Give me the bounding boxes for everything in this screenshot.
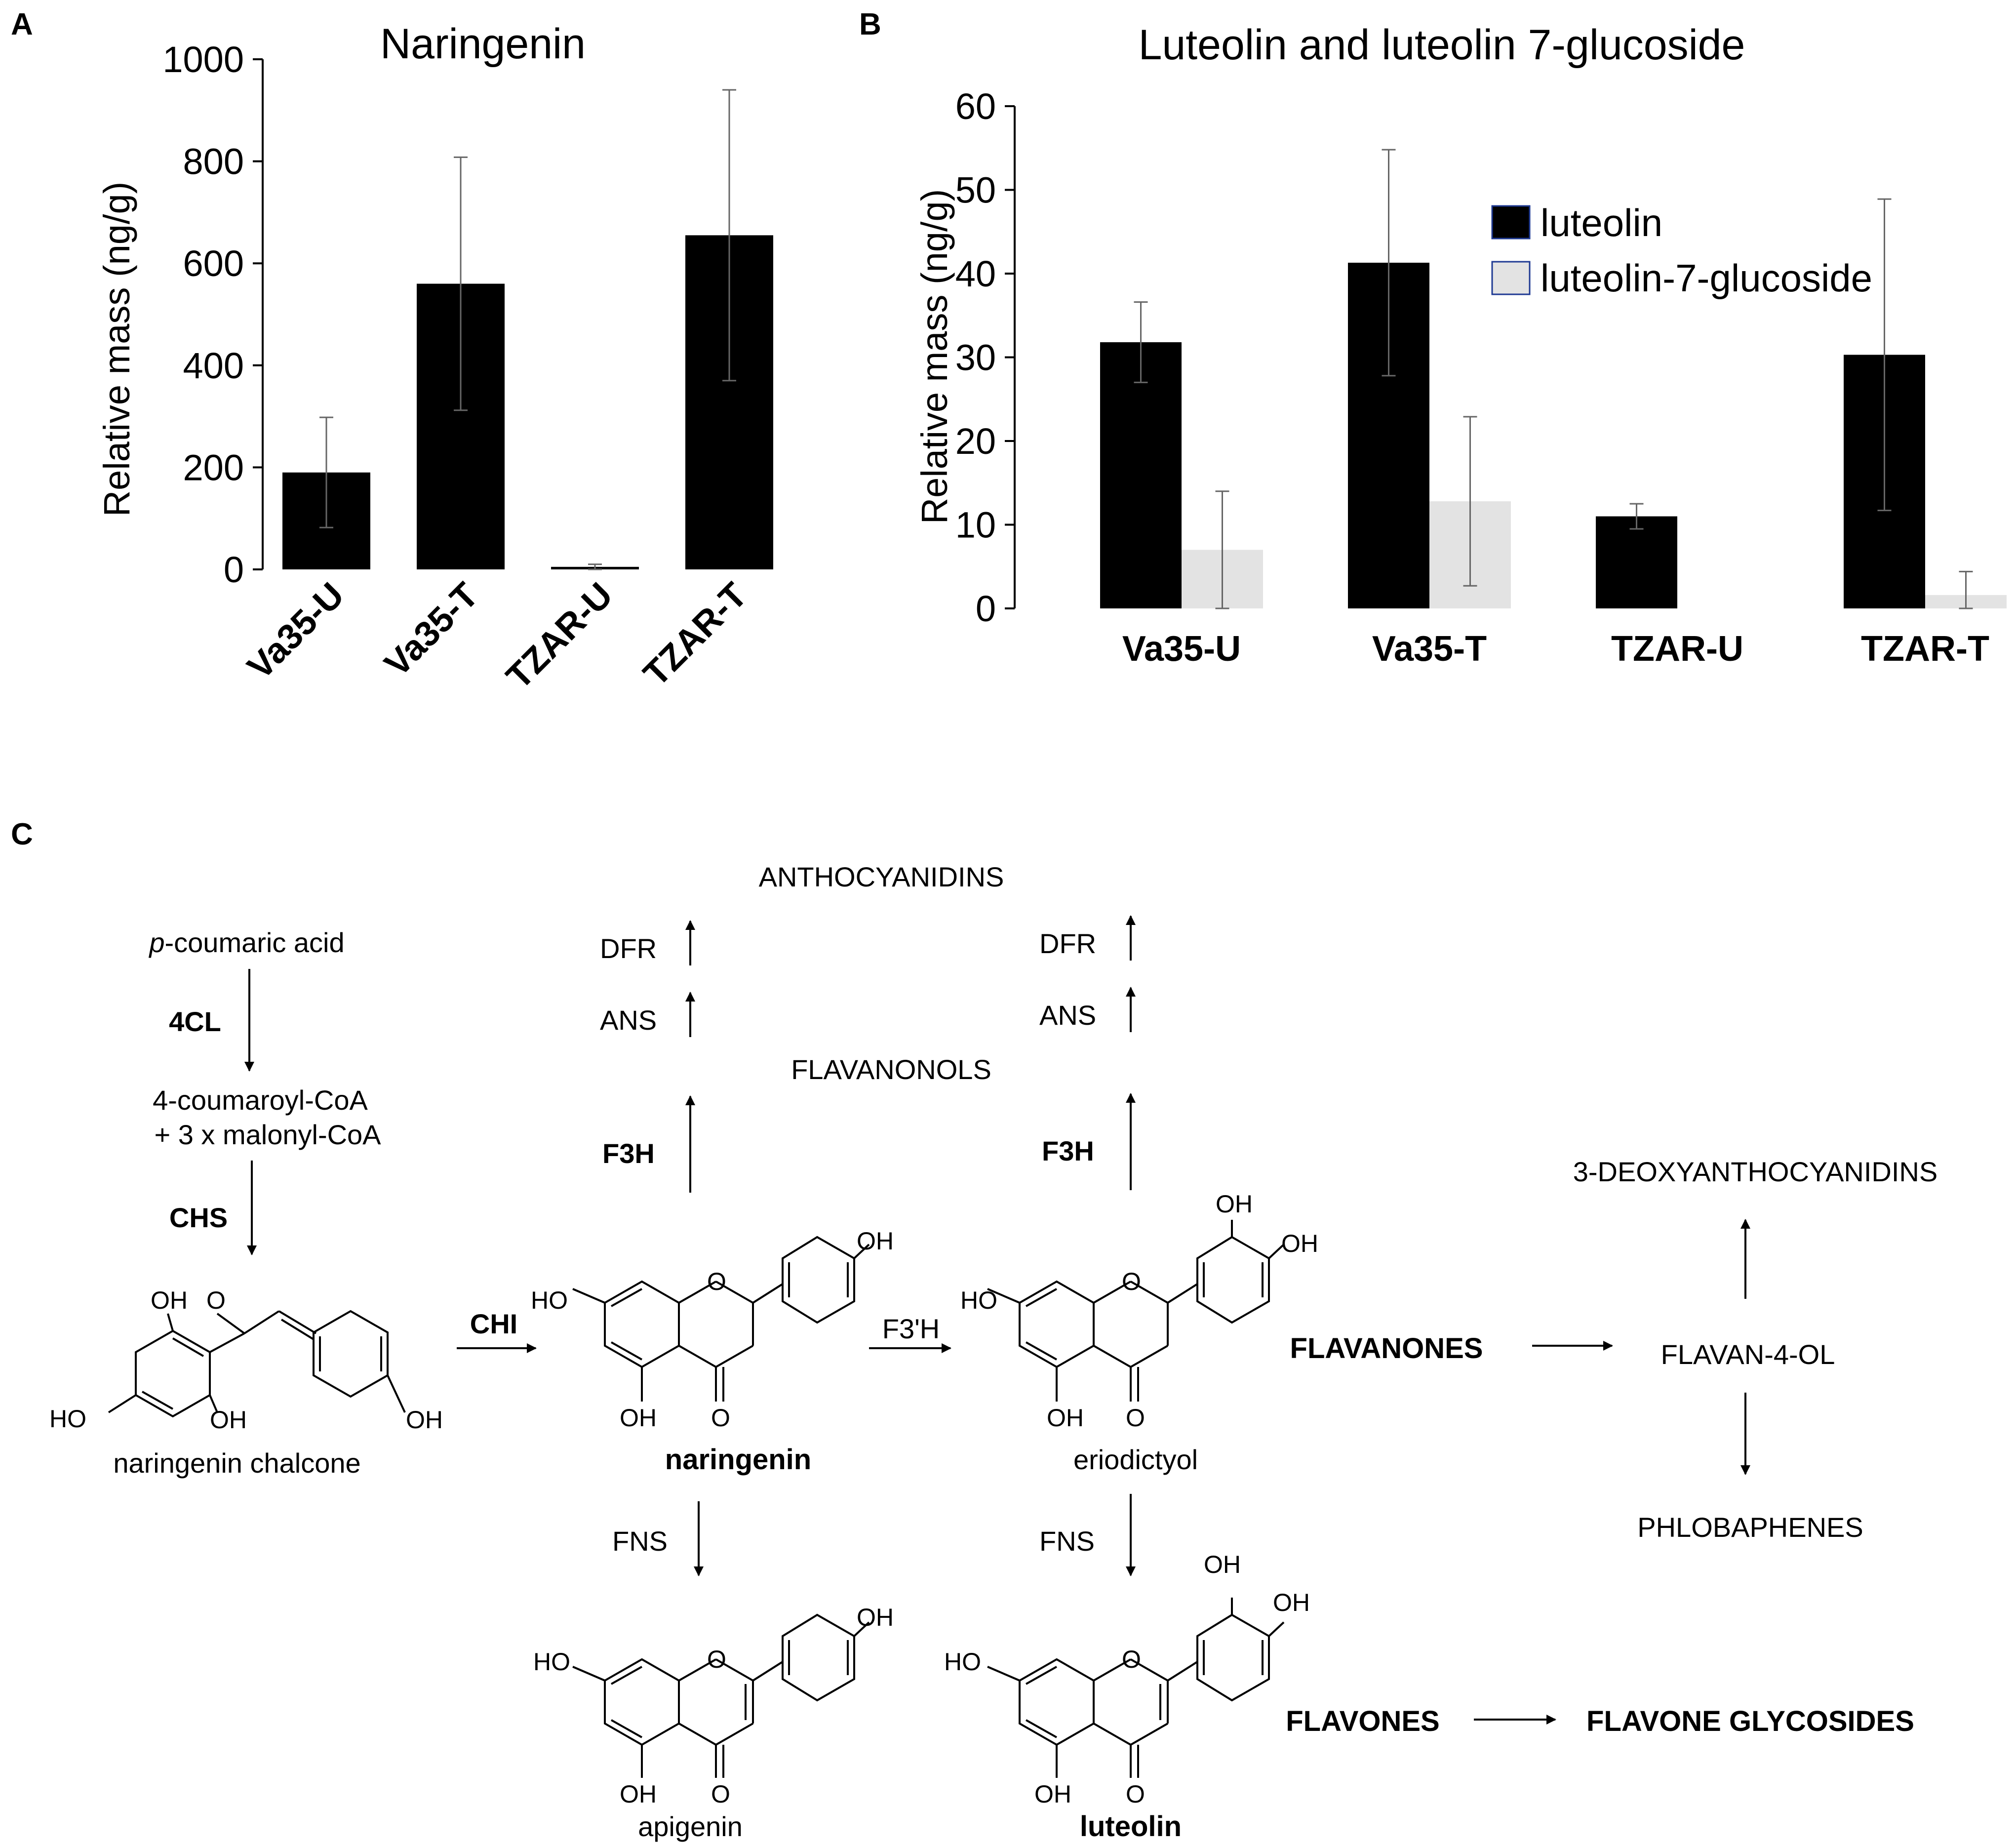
eriodictyol-ho: HO (960, 1286, 997, 1314)
chart-a-category-label: Va35-U (240, 575, 352, 687)
label-luteolin: luteolin (1080, 1810, 1182, 1843)
label-flavanones: FLAVANONES (1290, 1332, 1483, 1364)
eriodictyol-keto-o: O (1126, 1404, 1145, 1432)
eriodictyol-ring-o: O (1122, 1268, 1141, 1295)
chart-b-ytick-label: 20 (955, 421, 996, 462)
eriodictyol-oh-top: OH (1216, 1190, 1253, 1218)
apigenin-oh-right: OH (857, 1604, 894, 1631)
enzyme-fns-2: FNS (1039, 1525, 1095, 1557)
legend-swatch-glucoside (1491, 261, 1531, 295)
chart-b-title: Luteolin and luteolin 7-glucoside (1139, 21, 1745, 69)
enzyme-4cl: 4CL (169, 1006, 221, 1037)
eriodictyol-structure: O HO OH O OH OH (960, 1190, 1318, 1432)
enzyme-dfr-2: DFR (1039, 928, 1096, 959)
enzyme-chs: CHS (169, 1202, 228, 1233)
luteolin-oh-bottom: OH (1034, 1780, 1071, 1808)
chalcone-structure: OH O HO OH OH (49, 1286, 443, 1434)
label-naringenin: naringenin (665, 1444, 811, 1476)
label-flavones: FLAVONES (1286, 1705, 1440, 1737)
chart-b-ytick-label: 10 (955, 505, 996, 546)
chart-a-ylabel: Relative mass (ng/g) (96, 182, 137, 517)
label-flavanonols: FLAVANONOLS (791, 1054, 991, 1085)
chart-b-ytick-label: 30 (955, 337, 996, 378)
p-coumaric-acid: p-coumaric acid (148, 927, 344, 958)
pathway-diagram: p-coumaric acid 4CL 4-coumaroyl-CoA + 3 … (49, 861, 1937, 1843)
legend-label-glucoside: luteolin-7-glucoside (1541, 256, 1872, 300)
chart-a-ytick-label: 0 (224, 549, 244, 590)
enzyme-f3h-1: F3H (602, 1138, 655, 1169)
enzyme-f3ph: F3'H (882, 1313, 940, 1344)
chart-a-ytick-label: 600 (183, 243, 244, 284)
chart-b-bar (1596, 516, 1677, 608)
naringenin-oh-right: OH (857, 1227, 894, 1255)
chart-b-ytick-label: 0 (976, 588, 996, 629)
naringenin-oh-bottom: OH (620, 1404, 657, 1432)
luteolin-oh-right: OH (1273, 1589, 1310, 1616)
luteolin-oh-top: OH (1204, 1551, 1241, 1578)
naringenin-keto-o: O (711, 1404, 730, 1432)
chart-b-category-label: TZAR-T (1861, 629, 1989, 669)
label-flavone-glycosides: FLAVONE GLYCOSIDES (1586, 1705, 1914, 1737)
naringenin-ring-o: O (707, 1268, 726, 1295)
chart-b-ylabel: Relative mass (ng/g) (914, 189, 955, 524)
chalcone-o: O (206, 1286, 226, 1314)
eriodictyol-oh-right: OH (1281, 1230, 1318, 1257)
label-apigenin: apigenin (638, 1811, 743, 1842)
chart-b-ytick-label: 60 (955, 86, 996, 127)
apigenin-keto-o: O (711, 1780, 730, 1808)
chart-a-ytick-label: 200 (183, 447, 244, 488)
label-naringenin-chalcone: naringenin chalcone (113, 1447, 360, 1479)
chart-b-ytick-label: 50 (955, 170, 996, 211)
chart-a-category-label: Va35-T (377, 575, 486, 684)
panel-a-letter: A (11, 7, 33, 41)
chart-naringenin: Naringenin Relative mass (ng/g) 0 200 400 6… (96, 20, 773, 697)
chart-b-category-label: Va35-U (1122, 629, 1241, 669)
chart-a-category-label: TZAR-T (636, 575, 754, 694)
legend-swatch-luteolin (1491, 205, 1531, 240)
chalcone-oh-top: OH (151, 1286, 188, 1314)
chart-b-category-label: TZAR-U (1611, 629, 1743, 669)
label-3-deoxyanthocyanidins: 3-DEOXYANTHOCYANIDINS (1573, 1156, 1937, 1187)
chart-a-title: Naringenin (380, 20, 586, 68)
chart-a-category-label: TZAR-U (499, 575, 620, 697)
enzyme-fns-1: FNS (612, 1525, 668, 1557)
luteolin-structure: O HO OH O OH OH (944, 1551, 1310, 1808)
chart-luteolin: Luteolin and luteolin 7-glucoside Relati… (914, 21, 2007, 669)
naringenin-structure: O HO OH O OH (531, 1227, 894, 1432)
coumaroyl-coa: 4-coumaroyl-CoA (153, 1084, 368, 1116)
luteolin-ho: HO (944, 1648, 981, 1676)
enzyme-dfr-1: DFR (600, 933, 657, 964)
chart-b-category-label: Va35-T (1372, 629, 1487, 669)
chart-b-legend: luteolin luteolin-7-glucoside (1491, 201, 1872, 300)
enzyme-f3h-2: F3H (1042, 1135, 1094, 1166)
apigenin-ring-o: O (707, 1645, 726, 1673)
enzyme-chi: CHI (470, 1308, 517, 1339)
panel-b-letter: B (859, 7, 881, 41)
label-phlobaphenes: PHLOBAPHENES (1637, 1512, 1863, 1543)
legend-label-luteolin: luteolin (1541, 201, 1662, 244)
chalcone-oh-bottom: OH (210, 1406, 247, 1434)
panel-c-letter: C (11, 817, 33, 851)
luteolin-ring-o: O (1122, 1645, 1141, 1673)
label-anthocyanidins: ANTHOCYANIDINS (759, 861, 1004, 892)
chart-a-ytick-label: 400 (183, 345, 244, 386)
apigenin-oh-bottom: OH (620, 1780, 657, 1808)
label-flavan-4-ol: FLAVAN-4-OL (1661, 1339, 1835, 1370)
eriodictyol-oh-bottom: OH (1047, 1404, 1084, 1432)
chart-a-ytick-label: 800 (183, 141, 244, 182)
malonyl-coa: + 3 x malonyl-CoA (154, 1119, 381, 1150)
luteolin-keto-o: O (1126, 1780, 1145, 1808)
naringenin-ho: HO (531, 1286, 568, 1314)
chalcone-oh-right: OH (406, 1406, 443, 1434)
chart-b-ytick-label: 40 (955, 253, 996, 294)
apigenin-ho: HO (533, 1648, 570, 1676)
apigenin-structure: O HO OH O OH (533, 1604, 894, 1808)
chart-b-bar (1100, 342, 1182, 608)
enzyme-ans-1: ANS (600, 1004, 657, 1036)
chart-a-ytick-label: 1000 (162, 39, 244, 80)
label-eriodictyol: eriodictyol (1073, 1444, 1198, 1475)
chalcone-ho-left: HO (49, 1405, 86, 1433)
enzyme-ans-2: ANS (1039, 1000, 1096, 1031)
